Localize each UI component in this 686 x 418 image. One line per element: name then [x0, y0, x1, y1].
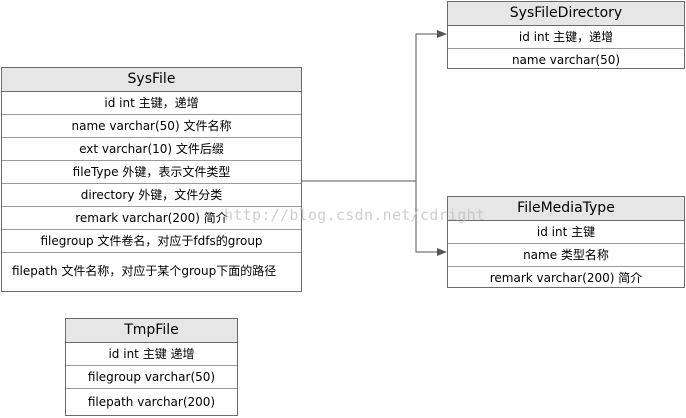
entity-filemediatype[interactable]: FileMediaType id int 主键 name 类型名称 remark… [447, 196, 685, 288]
field-id: id int 主键 [448, 221, 684, 244]
field-remark: remark varchar(200) 简介 [489, 271, 643, 285]
sysfile-to-filemediatype-connector [415, 181, 447, 256]
entity-title: SysFileDirectory [448, 2, 684, 26]
entity-title: TmpFile [66, 319, 237, 343]
field-id: id int 主键，递增 [448, 26, 684, 49]
field-filegroup: filegroup varchar(50) [66, 366, 237, 389]
entity-tmpfile[interactable]: TmpFile id int 主键 递增 filegroup varchar(5… [65, 318, 238, 416]
field-filepath: filepath 文件名称，对应于某个group下面的路径 [12, 264, 277, 278]
entity-sysfile[interactable]: SysFile id int 主键，递增 name varchar(50) 文件… [1, 67, 302, 292]
field-name: name varchar(50) 文件名称 [2, 115, 301, 138]
field-id: id int 主键 递增 [66, 343, 237, 366]
field-filepath: filepath varchar(200) [87, 395, 216, 409]
field-name: name 类型名称 [448, 244, 684, 267]
field-ext: ext varchar(10) 文件后缀 [2, 138, 301, 161]
field-filegroup: filegroup 文件卷名，对应于fdfs的group [2, 230, 301, 253]
entity-sysfiledirectory[interactable]: SysFileDirectory id int 主键，递增 name varch… [447, 1, 685, 69]
field-id: id int 主键，递增 [2, 92, 301, 115]
field-name: name varchar(50) [511, 53, 621, 67]
sysfile-to-sysfiledirectory-connector [302, 30, 447, 182]
field-filetype: fileType 外键，表示文件类型 [2, 161, 301, 184]
entity-title: FileMediaType [448, 197, 684, 221]
entity-title: SysFile [2, 68, 301, 92]
field-directory: directory 外键，文件分类 [2, 184, 301, 207]
field-remark: remark varchar(200) 简介 [2, 207, 301, 230]
